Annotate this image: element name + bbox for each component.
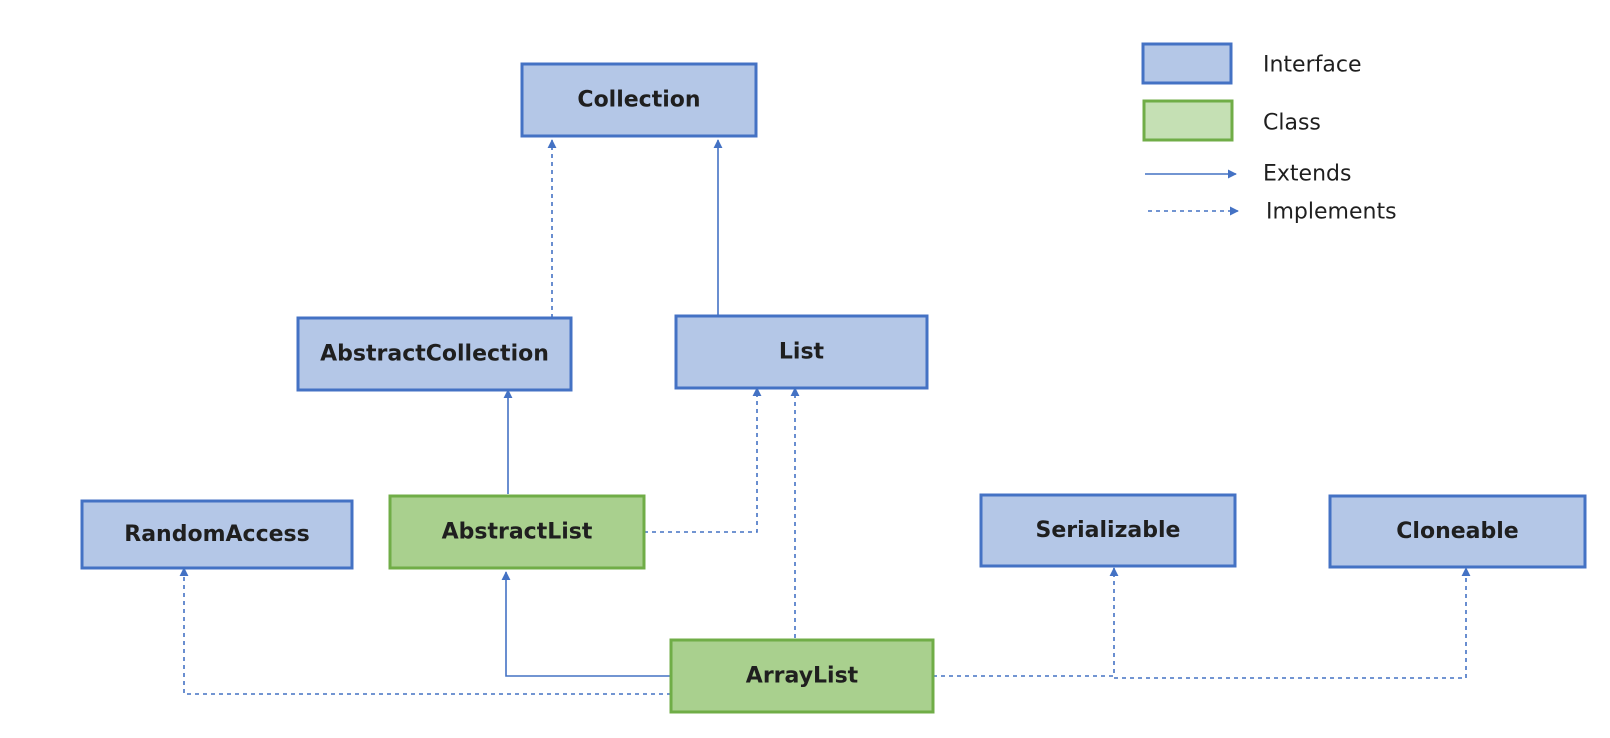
edge-arraylist-implements-cloneable [1114,567,1471,679]
node-collection-label: Collection [577,88,700,113]
node-cloneable-label: Cloneable [1396,519,1518,544]
node-abstractcollection-label: AbstractCollection [320,342,549,367]
node-serializable-label: Serializable [1036,518,1181,543]
node-serializable-box [979,493,1237,568]
node-list-box [674,314,929,390]
node-cloneable: Cloneable [1328,494,1587,569]
legend-class-swatch [1142,99,1234,142]
legend-extends-label: Extends [1263,162,1351,187]
node-collection-box [520,62,758,138]
node-cloneable-box [1328,494,1587,569]
node-collection: Collection [520,62,758,138]
node-randomaccess: RandomAccess [80,499,354,570]
legend-interface-label: Interface [1263,53,1362,78]
legend-class-label: Class [1263,111,1321,136]
node-randomaccess-label: RandomAccess [124,522,309,547]
node-abstractlist-box [388,494,646,570]
edge-arraylist-extends-abstractlist [501,571,671,677]
node-arraylist-box [669,638,935,714]
nodes: Collection AbstractCollection List Rando… [80,62,1587,714]
node-abstractlist: AbstractList [388,494,646,570]
node-abstractcollection: AbstractCollection [296,316,573,392]
legend-implements-label: Implements [1266,200,1397,225]
edges [179,139,1471,695]
node-abstractcollection-box [296,316,573,392]
node-arraylist-label: ArrayList [746,664,859,689]
node-list: List [674,314,929,390]
legend: Interface Class Extends Implements [1141,42,1397,225]
node-arraylist: ArrayList [669,638,935,714]
node-serializable: Serializable [979,493,1237,568]
node-list-label: List [779,340,825,365]
legend-interface-swatch [1141,42,1233,85]
node-randomaccess-box [80,499,354,570]
node-abstractlist-label: AbstractList [442,520,593,545]
edge-arraylist-implements-randomaccess [179,567,671,695]
edge-abstractlist-implements-list [644,387,762,533]
edge-arraylist-implements-serializable [933,567,1119,677]
